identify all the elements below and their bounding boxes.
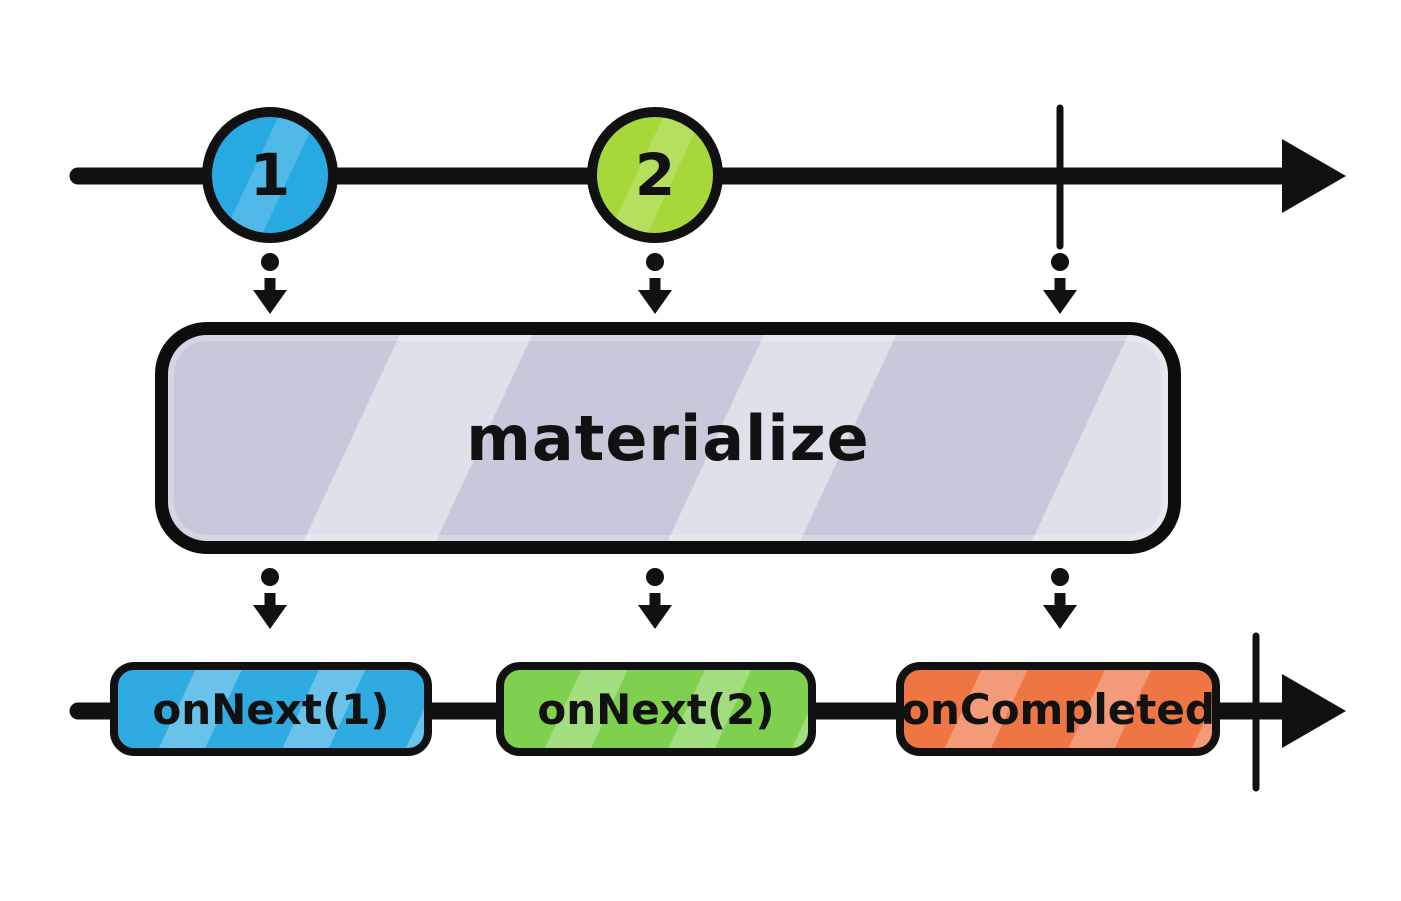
operator-label: materialize	[466, 401, 870, 475]
output-event-onnext-1-label: onNext(1)	[152, 684, 390, 734]
output-event-oncompleted-label: onCompleted	[901, 684, 1215, 734]
arrow-down-output-2-icon	[638, 568, 672, 629]
arrow-down-input-2-icon	[638, 253, 672, 314]
output-event-onnext-2: onNext(2)	[496, 662, 816, 756]
arrow-down-output-3-icon	[1043, 568, 1077, 629]
output-event-oncompleted: onCompleted	[896, 662, 1220, 756]
arrow-down-output-1-icon	[253, 568, 287, 629]
output-event-onnext-2-label: onNext(2)	[537, 684, 775, 734]
operator-box: materialize	[155, 322, 1181, 554]
input-marble-1-label: 1	[249, 141, 291, 209]
input-marble-2-label: 2	[634, 141, 676, 209]
arrow-down-input-complete-icon	[1043, 253, 1077, 314]
output-timeline-arrowhead-icon	[1282, 674, 1346, 748]
input-marble-1: 1	[202, 107, 338, 243]
input-timeline-arrowhead-icon	[1282, 139, 1346, 213]
arrow-down-input-1-icon	[253, 253, 287, 314]
input-marble-2: 2	[587, 107, 723, 243]
output-event-onnext-1: onNext(1)	[110, 662, 432, 756]
